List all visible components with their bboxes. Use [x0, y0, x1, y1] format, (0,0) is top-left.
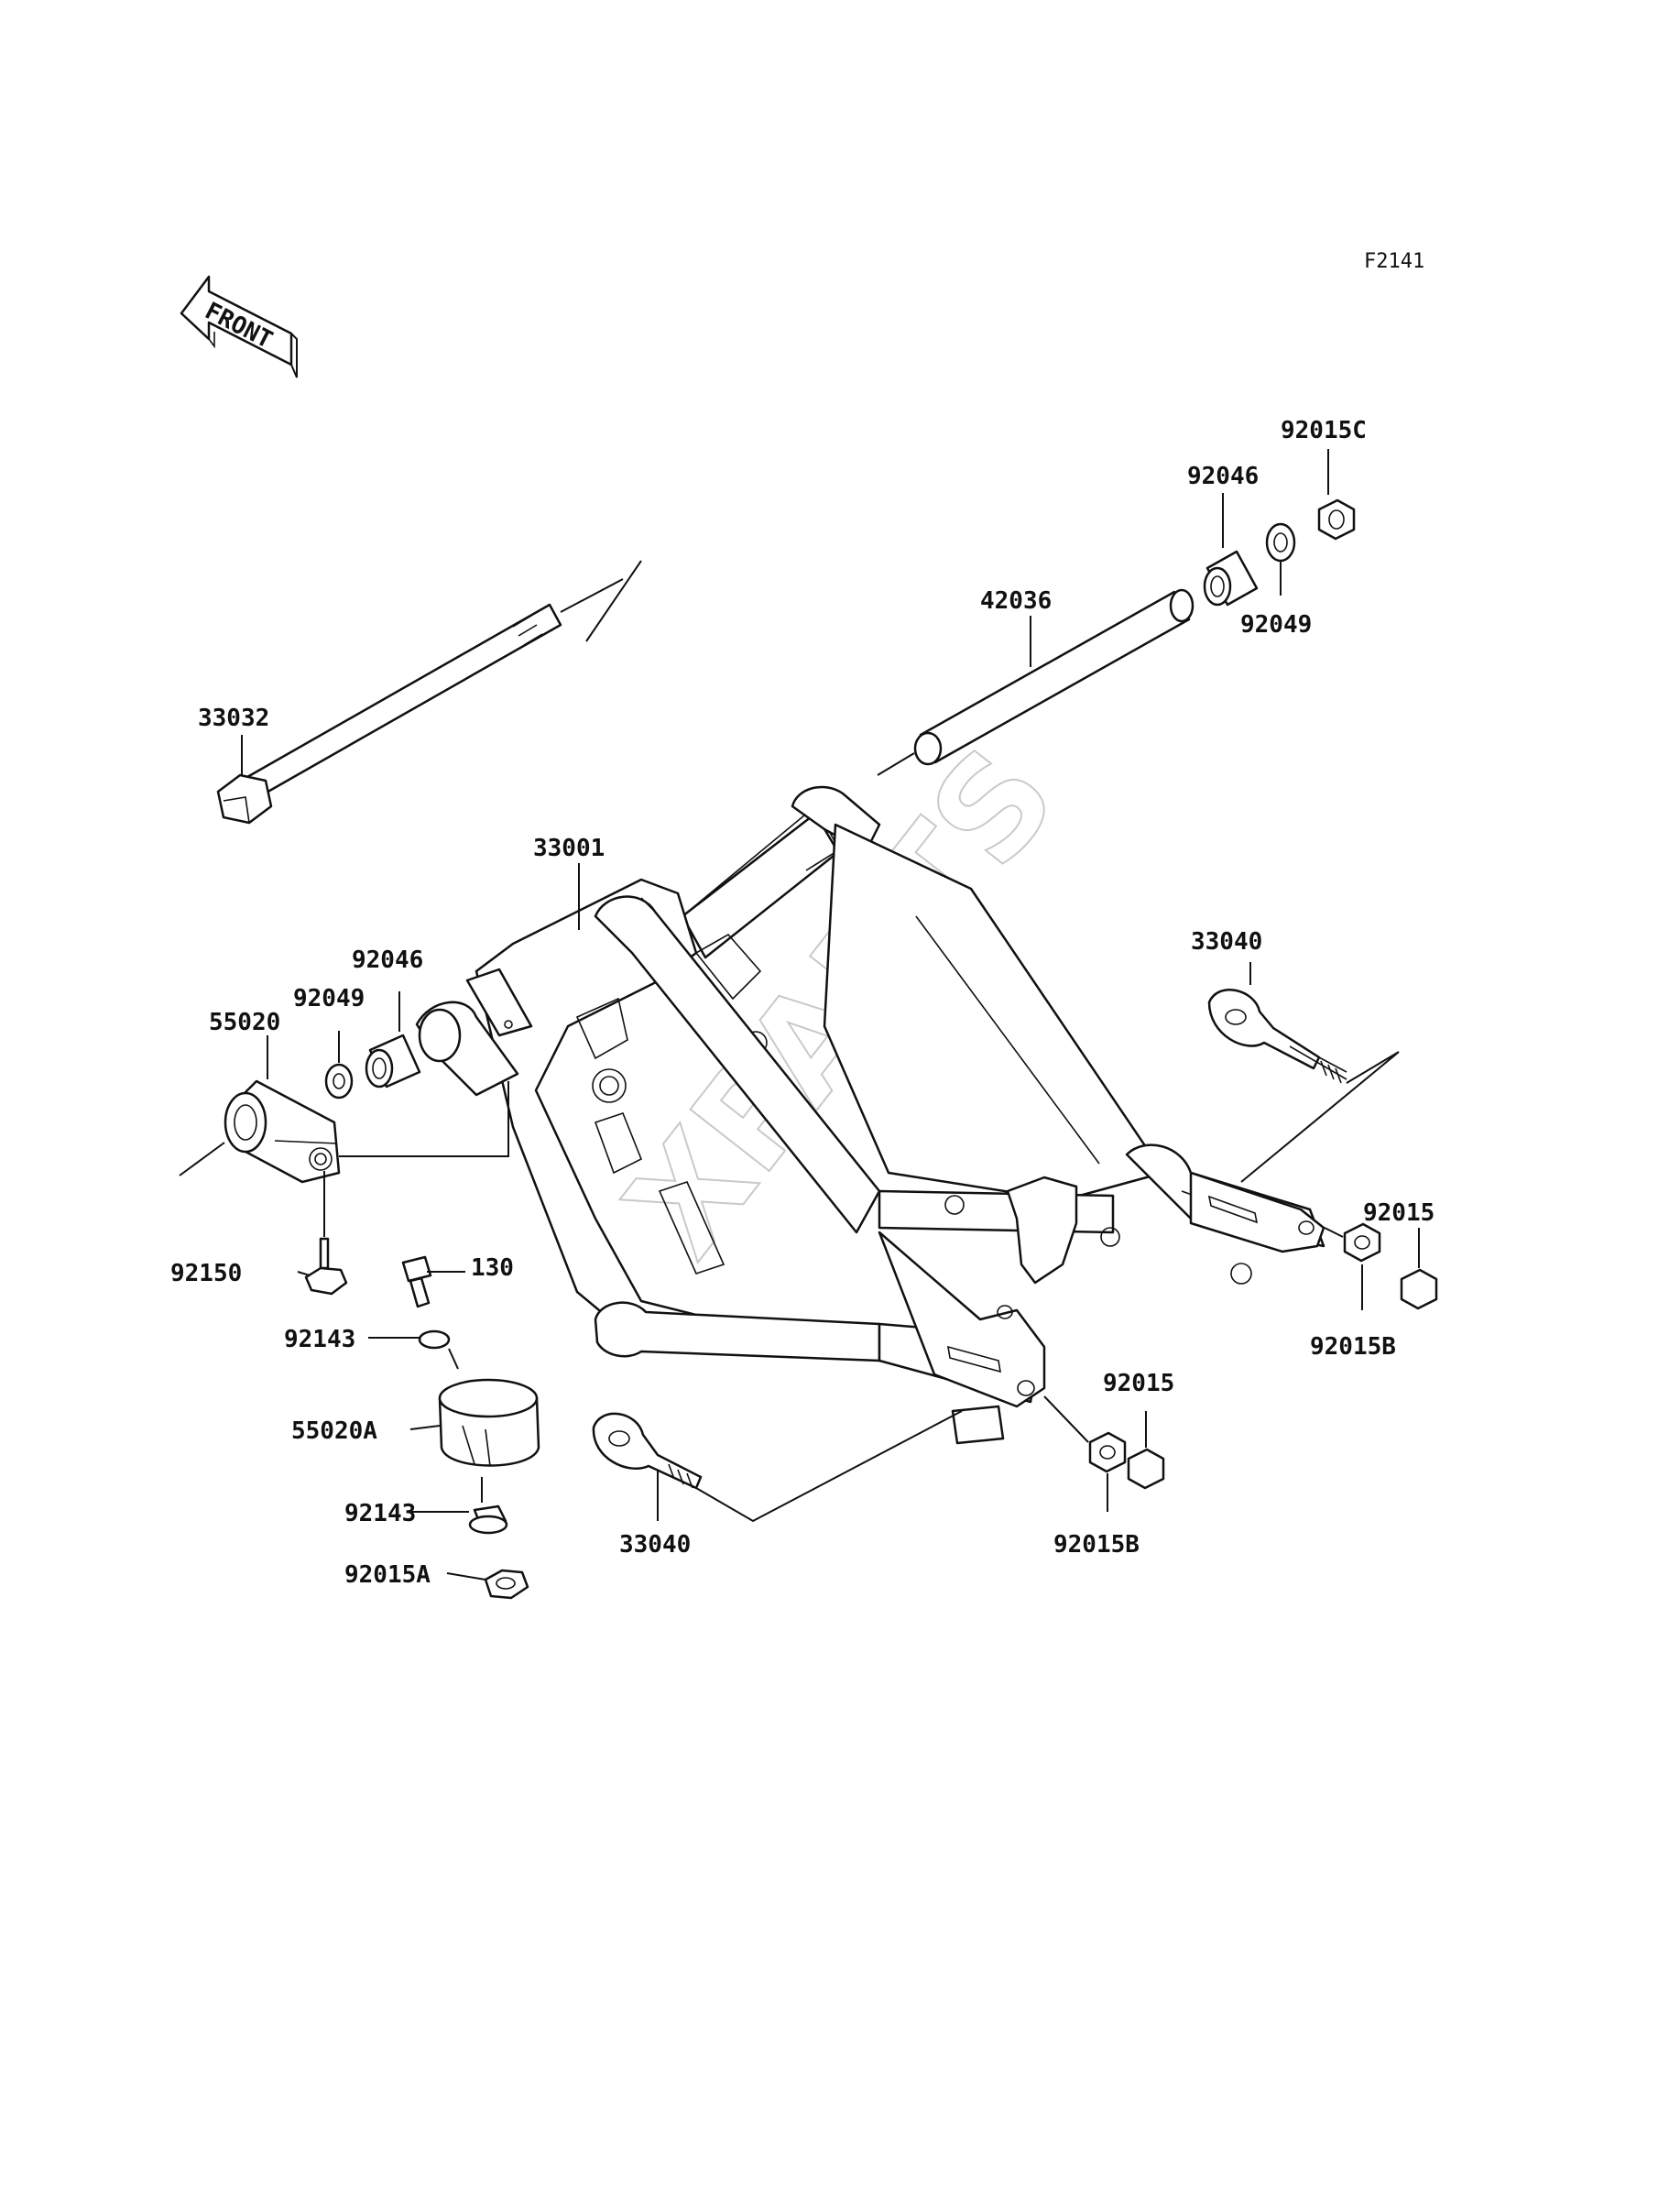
nut-92015B-right [1343, 1222, 1381, 1263]
label-92015B-right: 92015B [1310, 1333, 1396, 1361]
washer-92049-top [1265, 522, 1296, 563]
swing-arm-33001 [415, 785, 1325, 1445]
label-33032: 33032 [198, 705, 269, 732]
collar-92143-bottom [468, 1504, 508, 1535]
bearing-92046-left [365, 1034, 421, 1089]
label-92015A: 92015A [344, 1561, 431, 1589]
label-92046-top: 92046 [1187, 463, 1259, 490]
label-92015B-mid: 92015B [1053, 1531, 1140, 1559]
label-92049-top: 92049 [1240, 611, 1312, 639]
adjuster-33040-bottom [592, 1412, 703, 1490]
collar-42036 [877, 588, 1195, 776]
bearing-92046-top [1203, 550, 1259, 607]
rubber-55020A [438, 1378, 540, 1467]
nut-92015C [1317, 498, 1356, 541]
label-33001: 33001 [533, 835, 605, 862]
bolt-92150 [304, 1171, 348, 1296]
label-92150: 92150 [170, 1260, 242, 1287]
pivot-bolt-33032 [216, 560, 642, 825]
collar-92143-top [418, 1329, 451, 1350]
adjuster-33040-right [1207, 988, 1347, 1084]
clamp-55020 [179, 1079, 341, 1184]
label-92143-bottom: 92143 [344, 1500, 416, 1527]
label-92015-right: 92015 [1363, 1199, 1435, 1227]
label-92049-left: 92049 [293, 985, 365, 1012]
label-92046-left: 92046 [352, 946, 423, 974]
bolt-130 [401, 1255, 432, 1308]
washer-92049-left [324, 1063, 354, 1100]
label-55020A: 55020A [291, 1417, 377, 1445]
nut-92015B-mid [1088, 1431, 1127, 1473]
label-42036: 42036 [980, 587, 1052, 615]
nut-92015-mid [1127, 1448, 1165, 1490]
figure-code: F2141 [1364, 250, 1424, 273]
label-92015C: 92015C [1281, 417, 1367, 444]
label-55020: 55020 [209, 1009, 280, 1036]
label-33040-bottom: 33040 [619, 1531, 691, 1559]
front-arrow-icon: FRONT [180, 275, 298, 378]
label-92015-mid: 92015 [1103, 1370, 1174, 1397]
nut-92015A [484, 1569, 529, 1600]
label-92143-top: 92143 [284, 1326, 355, 1353]
label-33040-right: 33040 [1191, 928, 1262, 956]
label-130: 130 [471, 1254, 514, 1282]
nut-92015-right [1400, 1268, 1438, 1310]
